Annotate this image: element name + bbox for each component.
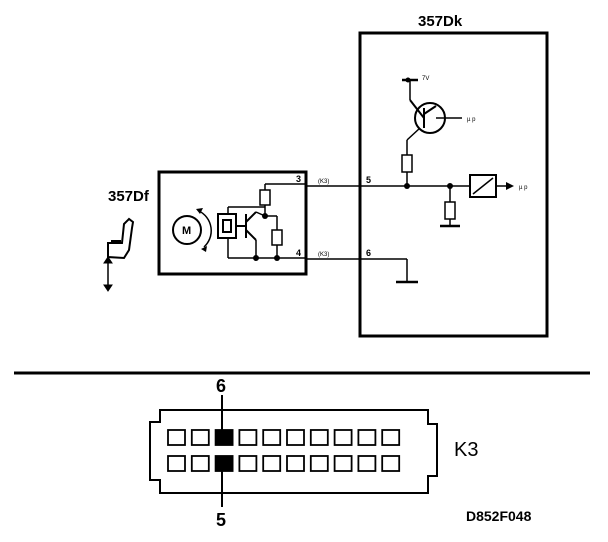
seat-module: 357Df — [108, 170, 308, 276]
connector-cell — [357, 455, 377, 472]
connector-cell — [262, 455, 282, 472]
supply-node — [405, 77, 411, 83]
connector-name-label: K3 — [454, 439, 478, 461]
sensor-element — [217, 211, 257, 241]
connector-cell — [381, 455, 401, 472]
seat-pin-4: 4 — [296, 248, 301, 258]
connector-cell — [309, 455, 329, 472]
supply-label: 7V — [422, 76, 429, 82]
connector-pin-5-label: 5 — [216, 510, 226, 530]
connector-k3 — [149, 409, 438, 494]
reference-code: D852F048 — [466, 508, 532, 524]
connector-cell — [238, 429, 258, 446]
motor-label: M — [182, 225, 191, 237]
external-wires — [306, 185, 360, 260]
connector-cells — [167, 429, 401, 472]
connector-cell — [190, 455, 210, 472]
converter-symbol — [469, 174, 497, 198]
connector-cell — [262, 429, 282, 446]
junction-dot — [274, 255, 280, 261]
wire-tag-upper: (K3) — [318, 179, 329, 185]
connector-cell — [286, 455, 305, 472]
junction-dot — [447, 183, 453, 189]
junction-dot — [262, 213, 268, 219]
seat-pin-3: 3 — [296, 174, 301, 184]
connector-cell — [238, 455, 258, 472]
seat-module-label: 357Df — [108, 188, 150, 205]
junction-dot — [253, 255, 259, 261]
connector-cell — [286, 429, 305, 446]
motor-symbol: M — [172, 208, 212, 252]
connector-cell — [309, 429, 329, 446]
ecu-module: 357Dk — [358, 13, 549, 338]
connector-cell — [381, 429, 401, 446]
connector-cell — [333, 429, 353, 446]
junction-dot — [404, 183, 410, 189]
connector-cell — [167, 455, 186, 472]
connector-pin-6-label: 6 — [216, 376, 226, 396]
connector-cell — [190, 429, 210, 446]
connector-cell — [167, 429, 186, 446]
wire-tag-lower: (K3) — [318, 252, 329, 258]
converter-output-label: µ p — [519, 185, 528, 191]
transistor-output-label: µ p — [467, 117, 476, 123]
ecu-module-label: 357Dk — [418, 13, 463, 30]
ecu-pin-6: 6 — [366, 248, 371, 258]
connector-cell-highlighted — [214, 455, 234, 472]
connector-cell — [357, 429, 377, 446]
connector-cell — [333, 455, 353, 472]
transistor-symbol — [402, 78, 462, 134]
converter-arrow-icon — [506, 182, 514, 190]
seat-internal-wiring — [227, 183, 306, 259]
ecu-internal-wiring — [360, 127, 506, 284]
seat-icon — [107, 217, 135, 260]
seat-adjust-arrow-icon — [103, 256, 113, 292]
ecu-pin-5: 5 — [366, 175, 371, 185]
connector-cell-highlighted — [214, 429, 234, 446]
